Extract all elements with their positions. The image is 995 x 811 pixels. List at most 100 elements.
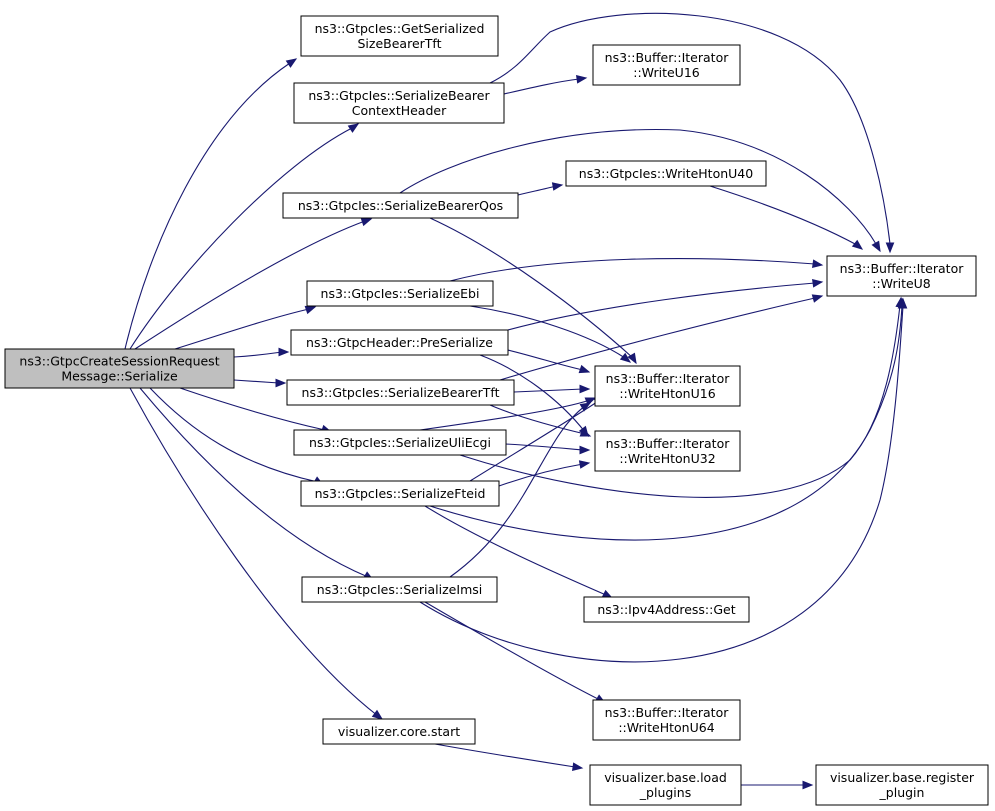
call-edge-serializeBearerQos-to-writeU8 (399, 128, 881, 253)
node-serializeUliEcgi[interactable]: ns3::GtpcIes::SerializeUliEcgi (293, 429, 507, 456)
node-writeHtonU32[interactable]: ns3::Buffer::Iterator::WriteHtonU32 (594, 430, 741, 472)
call-edge-line (499, 295, 823, 381)
node-box (290, 329, 509, 356)
call-edge-serializeBearerContextHeader-to-writeU8 (489, 12, 895, 254)
call-edge-writeHtonU40-to-writeU8 (709, 185, 864, 250)
node-label: ns3::GtpcIes::SerializeBearerQos (298, 198, 503, 213)
call-edge-serializeBearerTft-to-writeHtonU16 (513, 384, 591, 394)
node-loadPlugins[interactable]: visualizer.base.load_plugins (589, 764, 742, 806)
call-edge-line (424, 505, 613, 599)
call-edge-root-to-serializeBearerQos (134, 217, 373, 350)
node-box (286, 379, 515, 406)
arrowhead-icon (851, 239, 864, 250)
call-edge-serializeBearerTft-to-writeHtonU32 (489, 404, 592, 437)
node-ipv4AddressGet[interactable]: ns3::Ipv4Address::Get (583, 596, 750, 623)
call-edge-line (129, 123, 359, 350)
node-writeHtonU64[interactable]: ns3::Buffer::Iterator::WriteHtonU64 (592, 699, 741, 741)
call-edge-serializeUliEcgi-to-writeHtonU32 (505, 443, 591, 455)
arrowhead-icon (347, 123, 360, 133)
call-edge-line (709, 185, 863, 250)
call-edge-serializeBearerQos-to-writeHtonU40 (517, 182, 564, 196)
call-edge-serializeImsi-to-writeU8 (419, 297, 908, 663)
call-edge-line (513, 388, 589, 393)
node-box (815, 764, 989, 806)
call-edges (124, 12, 908, 790)
arrowhead-icon (578, 364, 591, 374)
arrowhead-icon (871, 240, 881, 253)
node-serializeEbi[interactable]: ns3::GtpcIes::SerializeEbi (306, 280, 494, 307)
node-label: ns3::GtpcHeader::PreSerialize (306, 335, 493, 350)
node-serializeImsi[interactable]: ns3::GtpcIes::SerializeImsi (301, 576, 498, 603)
arrowhead-icon (572, 762, 584, 771)
call-edge-root-to-serializeBearerTft (233, 378, 287, 388)
call-edge-line (419, 397, 596, 431)
node-preSerialize[interactable]: ns3::GtpcHeader::PreSerialize (290, 329, 509, 356)
call-edge-line (449, 402, 591, 578)
arrowhead-icon (579, 402, 592, 412)
node-box (300, 480, 500, 507)
call-edge-line (139, 387, 374, 581)
arrowhead-icon (812, 279, 824, 288)
node-box (583, 596, 750, 623)
call-edge-serializeImsi-to-writeHtonU64 (424, 601, 607, 704)
call-edge-serializeFteid-to-ipv4AddressGet (424, 505, 614, 599)
call-edge-root-to-getSerializedSizeBearerTft (124, 58, 298, 350)
node-label: SizeBearerTft (358, 36, 442, 51)
arrowhead-icon (579, 384, 591, 394)
call-edge-visualizerCoreStart-to-loadPlugins (434, 743, 584, 771)
node-visualizerCoreStart[interactable]: visualizer.core.start (322, 718, 476, 745)
call-edge-line (149, 387, 324, 486)
node-label: ns3::GtpcIes::SerializeBearer (308, 88, 490, 103)
call-edge-serializeImsi-to-writeHtonU16 (449, 402, 592, 578)
node-serializeFteid[interactable]: ns3::GtpcIes::SerializeFteid (300, 480, 500, 507)
call-nodes: ns3::GtpcCreateSessionRequestMessage::Se… (4, 15, 989, 806)
call-edge-root-to-serializeEbi (174, 305, 317, 350)
call-edge-line (434, 743, 583, 769)
node-label: ns3::GtpcIes::WriteHtonU40 (579, 166, 753, 181)
arrowhead-icon (275, 378, 287, 388)
arrowhead-icon (371, 709, 384, 720)
node-label: _plugin (879, 785, 925, 800)
node-label: ns3::Buffer::Iterator (840, 261, 965, 276)
call-edge-line (179, 387, 332, 433)
call-edge-serializeEbi-to-writeHtonU16 (469, 305, 632, 363)
call-edge-line (129, 387, 383, 720)
call-edge-root-to-preSerialize (233, 347, 290, 358)
node-label: ns3::GtpcIes::SerializeBearerTft (302, 385, 500, 400)
node-serializeBearerTft[interactable]: ns3::GtpcIes::SerializeBearerTft (286, 379, 515, 406)
call-edge-line (489, 12, 891, 252)
call-edge-line (505, 443, 589, 451)
node-box (4, 348, 235, 389)
node-writeHtonU16[interactable]: ns3::Buffer::Iterator::WriteHtonU16 (594, 365, 741, 407)
node-root[interactable]: ns3::GtpcCreateSessionRequestMessage::Se… (4, 348, 235, 389)
arrowhead-icon (619, 352, 632, 363)
arrowhead-icon (285, 58, 298, 68)
node-label: ::WriteHtonU64 (618, 720, 714, 735)
node-writeU16[interactable]: ns3::Buffer::Iterator::WriteU16 (592, 44, 741, 86)
node-writeHtonU40[interactable]: ns3::GtpcIes::WriteHtonU40 (565, 160, 767, 187)
node-label: ContextHeader (352, 103, 447, 118)
call-edge-line (134, 218, 372, 350)
node-registerPlugin[interactable]: visualizer.base.register_plugin (815, 764, 989, 806)
node-writeU8[interactable]: ns3::Buffer::Iterator::WriteU8 (826, 255, 977, 297)
node-label: ns3::GtpcIes::SerializeFteid (315, 486, 486, 501)
arrowhead-icon (579, 428, 592, 437)
arrowhead-icon (579, 445, 591, 455)
node-label: ns3::Buffer::Iterator (605, 705, 730, 720)
node-label: ::WriteHtonU16 (619, 386, 715, 401)
node-box (306, 280, 494, 307)
node-serializeBearerContextHeader[interactable]: ns3::GtpcIes::SerializeBearerContextHead… (293, 82, 505, 124)
arrowhead-icon (885, 242, 895, 254)
node-label: visualizer.base.load (604, 770, 727, 785)
node-box (592, 699, 741, 741)
node-label: ::WriteU8 (872, 276, 931, 291)
node-box (594, 430, 741, 472)
node-label: _plugins (639, 785, 691, 800)
arrowhead-icon (802, 780, 814, 790)
node-label: ::WriteU16 (633, 65, 700, 80)
call-edge-root-to-serializeBearerContextHeader (129, 123, 360, 350)
call-edge-serializeBearerQos-to-writeHtonU16 (429, 217, 637, 365)
node-serializeBearerQos[interactable]: ns3::GtpcIes::SerializeBearerQos (282, 192, 519, 219)
call-edge-line (507, 349, 590, 373)
